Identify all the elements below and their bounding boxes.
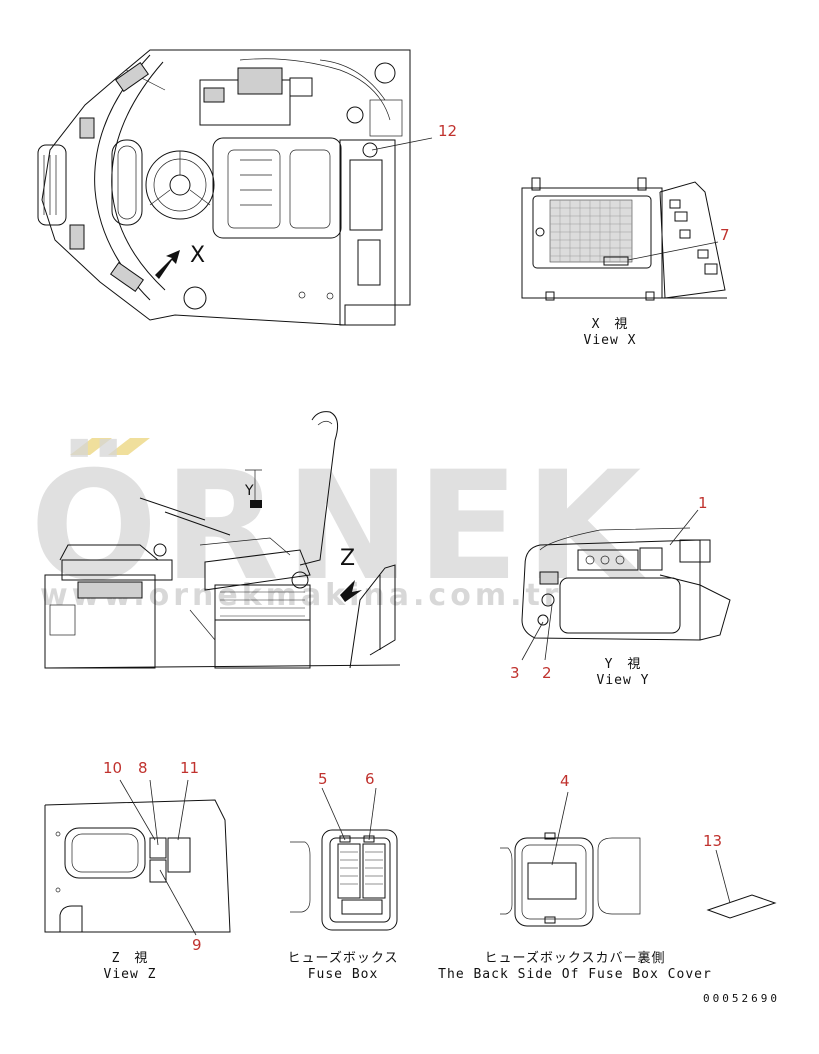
fuse-cover-caption-en: The Back Side Of Fuse Box Cover (438, 967, 712, 982)
view-z-marker: Z (340, 546, 355, 571)
callout-13: 13 (703, 832, 722, 850)
view-y: 1 2 3 Y 視 View Y (510, 494, 731, 688)
view-x-marker: X (190, 243, 205, 268)
callout-5: 5 (318, 770, 328, 788)
cover-decal-4 (527, 862, 577, 900)
fuse-decal-5 (339, 835, 351, 843)
z-decal-11 (167, 837, 191, 873)
fuse-cover-view: 4 ヒューズボックスカバー裏側 The Back Side Of Fuse Bo… (438, 772, 712, 982)
callout-10: 10 (103, 759, 122, 777)
item-13-decal: 13 (703, 832, 777, 919)
view-z-arrow (340, 580, 362, 602)
x-decal-7 (603, 256, 629, 266)
view-z: 10 8 11 9 Z 視 View Z (44, 759, 231, 982)
view-z-caption-jp: Z 視 (112, 951, 149, 966)
callout-1: 1 (698, 494, 708, 512)
z-decal-9 (149, 859, 167, 883)
callout-3: 3 (510, 664, 520, 682)
view-z-caption-en: View Z (104, 967, 157, 982)
callout-8: 8 (138, 759, 148, 777)
callout-6: 6 (365, 770, 375, 788)
fuse-decal-6 (363, 835, 375, 843)
z-decal-10 (149, 837, 167, 859)
fuse-box-view: 5 6 ヒューズボックス Fuse Box (288, 770, 399, 982)
watermark-accent-left (70, 438, 112, 455)
callout-12: 12 (438, 122, 457, 140)
view-x-caption-jp: X 視 (592, 317, 629, 332)
top-plan-view: X 12 (37, 49, 457, 326)
callout-9: 9 (192, 936, 202, 954)
x-grille (549, 199, 633, 263)
callout-11: 11 (180, 759, 199, 777)
view-y-caption-jp: Y 視 (605, 657, 642, 672)
view-y-caption-en: View Y (597, 673, 650, 688)
fuse-box-caption-jp: ヒューズボックス (288, 950, 399, 966)
fuse-cover-caption-jp: ヒューズボックスカバー裏側 (485, 950, 666, 966)
fuse-box-caption-en: Fuse Box (308, 967, 379, 982)
watermark-accent-right (108, 438, 150, 455)
callout-4: 4 (560, 772, 570, 790)
view-y-marker: Y (244, 483, 254, 499)
callout-7: 7 (720, 226, 730, 244)
drawing-number: 00052690 (703, 992, 780, 1005)
view-x-caption-en: View X (584, 333, 637, 348)
view-x-arrow (155, 250, 180, 279)
callout-2: 2 (542, 664, 552, 682)
side-elevation-view: Z Y (44, 411, 401, 669)
view-x: 7 X 視 View X (521, 177, 730, 348)
